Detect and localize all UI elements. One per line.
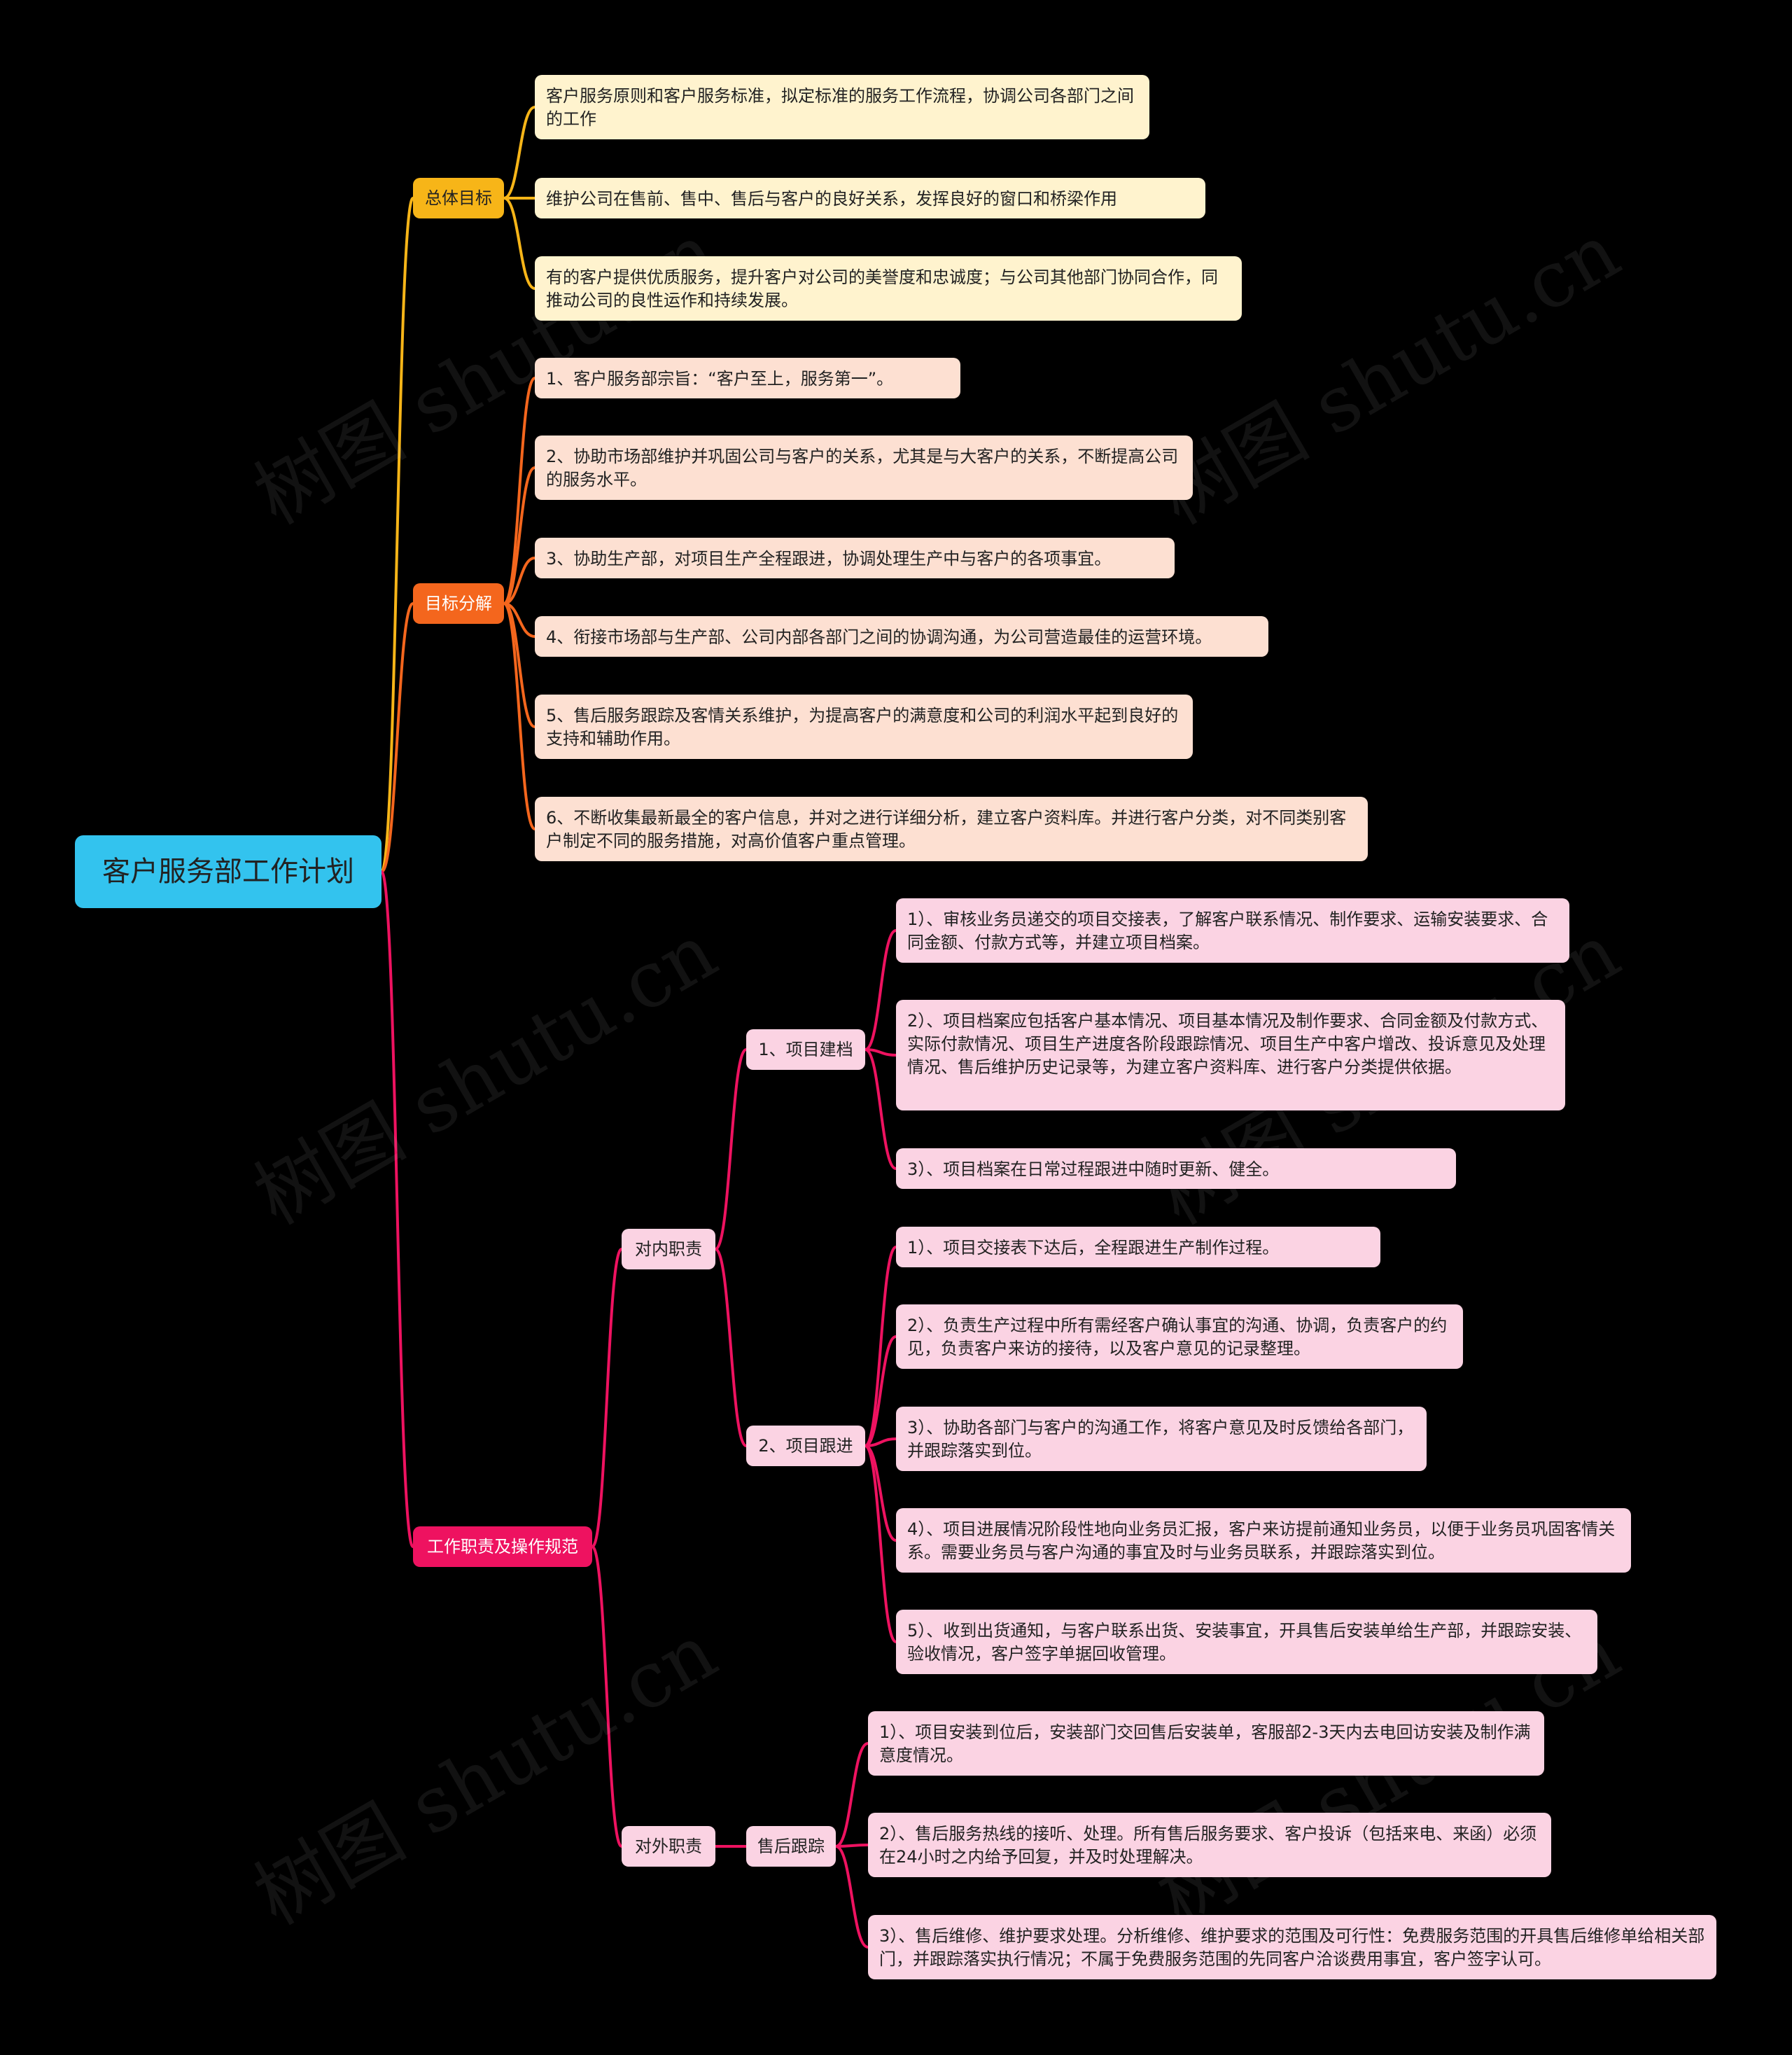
breakdown-item[interactable]: 5、售后服务跟踪及客情关系维护，为提高客户的满意度和公司的利润水平起到良好的支持…	[535, 695, 1193, 759]
connector-branch-group	[591, 1248, 623, 1548]
connector-group-sub	[714, 1248, 748, 1447]
breakdown-item[interactable]: 2、协助市场部维护并巩固公司与客户的关系，尤其是与大客户的关系，不断提高公司的服…	[535, 436, 1193, 500]
connector-branch-group	[591, 1545, 623, 1848]
filing-item[interactable]: 3）、项目档案在日常过程跟进中随时更新、健全。	[896, 1148, 1456, 1189]
followup-item[interactable]: 5）、收到出货通知，与客户联系出货、安装事宜，开具售后安装单给生产部，并跟踪安装…	[896, 1610, 1597, 1674]
connector-branch-leaf	[503, 377, 536, 605]
group-internal-duties[interactable]: 对内职责	[622, 1229, 715, 1269]
group-external-duties[interactable]: 对外职责	[622, 1826, 715, 1867]
connector-sub-leaf	[864, 1048, 897, 1057]
connector-sub-leaf	[835, 1742, 869, 1848]
connector-branch-leaf	[503, 466, 536, 605]
connector-sub-leaf	[864, 929, 897, 1051]
after-sales-item[interactable]: 2）、售后服务热线的接听、处理。所有售后服务要求、客户投诉（包括来电、来函）必须…	[868, 1813, 1551, 1877]
connector-branch-leaf	[503, 197, 536, 290]
connector-root-branch	[380, 602, 414, 873]
branch-goal-breakdown[interactable]: 目标分解	[413, 583, 504, 624]
connector-root-branch	[380, 870, 414, 1548]
connector-branch-leaf	[503, 602, 536, 638]
filing-item[interactable]: 2）、项目档案应包括客户基本情况、项目基本情况及制作要求、合同金额及付款方式、实…	[896, 1000, 1565, 1110]
branch-overall-goal[interactable]: 总体目标	[413, 178, 504, 218]
connector-branch-leaf	[503, 602, 536, 830]
connector-sub-leaf	[835, 1844, 869, 1848]
goal-item[interactable]: 客户服务原则和客户服务标准，拟定标准的服务工作流程，协调公司各部门之间的工作	[535, 75, 1149, 139]
after-sales-item[interactable]: 1）、项目安装到位后，安装部门交回售后安装单，客服部2-3天内去电回访安装及制作…	[868, 1711, 1544, 1776]
sub-project-filing[interactable]: 1、项目建档	[746, 1029, 865, 1070]
connector-sub-leaf	[835, 1845, 869, 1949]
connector-group-sub	[714, 1048, 748, 1251]
sub-project-followup[interactable]: 2、项目跟进	[746, 1426, 865, 1466]
connector-sub-leaf	[864, 1437, 897, 1447]
connector-branch-leaf	[503, 106, 536, 200]
followup-item[interactable]: 3）、协助各部门与客户的沟通工作，将客户意见及时反馈给各部门，并跟踪落实到位。	[896, 1407, 1427, 1471]
connector-sub-leaf	[864, 1444, 897, 1542]
connector-root-branch	[380, 197, 414, 873]
followup-item[interactable]: 1）、项目交接表下达后，全程跟进生产制作过程。	[896, 1227, 1380, 1267]
breakdown-item[interactable]: 1、客户服务部宗旨：“客户至上，服务第一”。	[535, 358, 960, 398]
connector-sub-leaf	[864, 1444, 897, 1643]
after-sales-item[interactable]: 3）、售后维修、维护要求处理。分析维修、维护要求的范围及可行性：免费服务范围的开…	[868, 1915, 1716, 1979]
followup-item[interactable]: 2）、负责生产过程中所有需经客户确认事宜的沟通、协调，负责客户的约见，负责客户来…	[896, 1304, 1463, 1369]
connector-sub-leaf	[864, 1335, 897, 1447]
connector-sub-leaf	[864, 1246, 897, 1447]
root-topic[interactable]: 客户服务部工作计划	[75, 835, 382, 908]
breakdown-item[interactable]: 4、衔接市场部与生产部、公司内部各部门之间的协调沟通，为公司营造最佳的运营环境。	[535, 616, 1268, 657]
breakdown-item[interactable]: 6、不断收集最新最全的客户信息，并对之进行详细分析，建立客户资料库。并进行客户分…	[535, 797, 1368, 861]
sub-after-sales-tracking[interactable]: 售后跟踪	[746, 1826, 836, 1867]
connector-branch-leaf	[503, 557, 536, 605]
connector-sub-leaf	[864, 1048, 897, 1170]
branch-duties-and-norms[interactable]: 工作职责及操作规范	[413, 1526, 592, 1567]
goal-item[interactable]: 维护公司在售前、售中、售后与客户的良好关系，发挥良好的窗口和桥梁作用	[535, 178, 1205, 218]
breakdown-item[interactable]: 3、协助生产部，对项目生产全程跟进，协调处理生产中与客户的各项事宜。	[535, 538, 1175, 578]
followup-item[interactable]: 4）、项目进展情况阶段性地向业务员汇报，客户来访提前通知业务员，以便于业务员巩固…	[896, 1508, 1631, 1573]
filing-item[interactable]: 1）、审核业务员递交的项目交接表，了解客户联系情况、制作要求、运输安装要求、合同…	[896, 898, 1569, 963]
goal-item[interactable]: 有的客户提供优质服务，提升客户对公司的美誉度和忠诚度；与公司其他部门协同合作，同…	[535, 256, 1242, 321]
